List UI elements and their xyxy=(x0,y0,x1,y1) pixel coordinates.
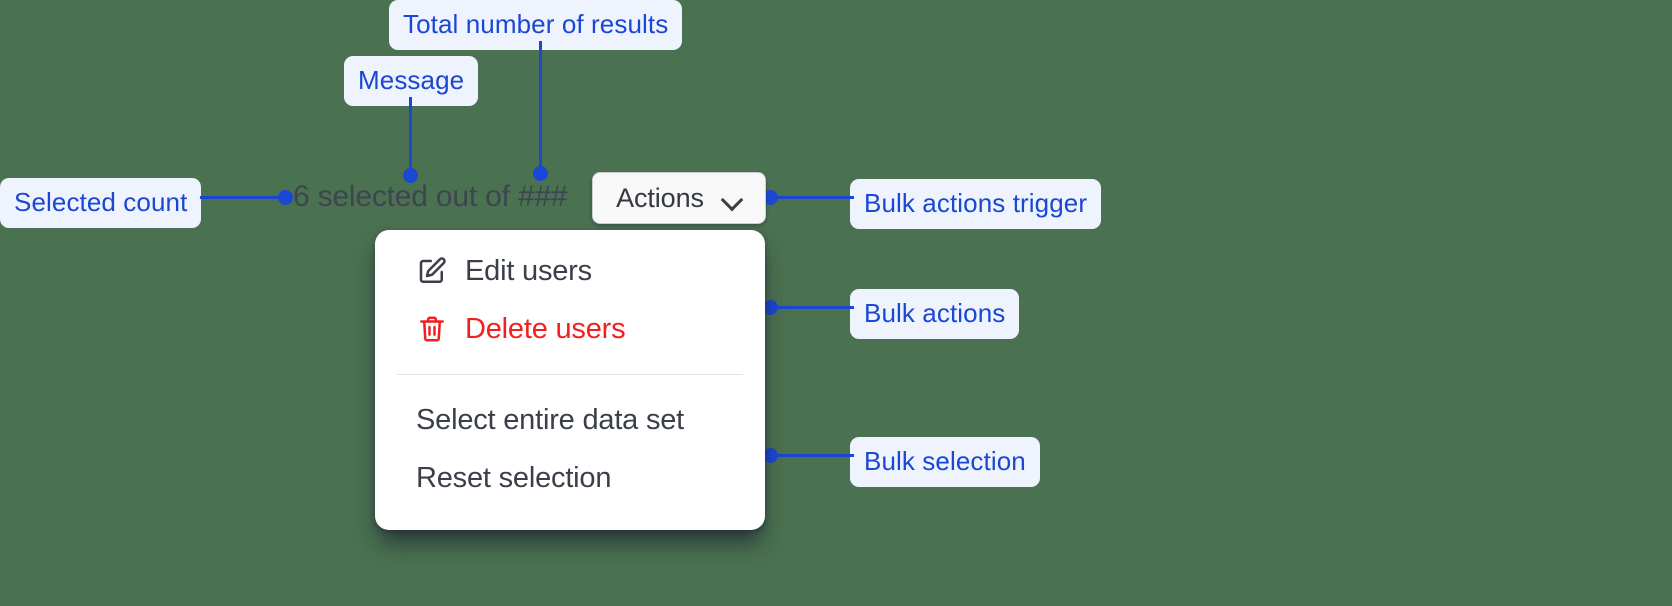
callout-bulk-actions-trigger: Bulk actions trigger xyxy=(850,179,1102,229)
connector-selected-count xyxy=(200,196,287,199)
callout-bulk-actions: Bulk actions xyxy=(850,289,1020,339)
connector-dot-bulk-actions xyxy=(763,300,778,315)
menu-item-label: Edit users xyxy=(465,254,592,287)
connector-dot-bulk-selection xyxy=(763,448,778,463)
bulk-actions-trigger-button[interactable]: Actions xyxy=(592,172,766,224)
connector-total-results xyxy=(539,41,542,173)
connector-dot-selected-count xyxy=(278,190,293,205)
menu-item-edit-users[interactable]: Edit users xyxy=(375,242,765,300)
bulk-actions-trigger-label: Actions xyxy=(616,182,704,213)
chevron-down-icon xyxy=(722,192,742,204)
connector-message xyxy=(409,97,412,175)
menu-divider xyxy=(397,374,743,375)
trash-icon xyxy=(417,314,447,344)
connector-bulk-selection xyxy=(770,454,854,457)
edit-pencil-icon xyxy=(417,256,447,286)
connector-dot-bulk-actions-trigger xyxy=(763,190,778,205)
menu-item-reset-selection[interactable]: Reset selection xyxy=(375,449,765,507)
menu-item-delete-users[interactable]: Delete users xyxy=(375,300,765,358)
connector-dot-message xyxy=(403,168,418,183)
menu-item-select-entire-data-set[interactable]: Select entire data set xyxy=(375,391,765,449)
menu-item-label: Reset selection xyxy=(416,461,612,494)
menu-item-label: Select entire data set xyxy=(416,403,685,436)
connector-bulk-actions-trigger xyxy=(770,196,854,199)
callout-total-number-of-results: Total number of results xyxy=(389,0,683,50)
connector-dot-total-results xyxy=(533,166,548,181)
connector-bulk-actions xyxy=(770,306,854,309)
callout-selected-count: Selected count xyxy=(0,178,202,228)
bulk-actions-dropdown-menu: Edit users Delete users Select entire da… xyxy=(375,230,765,530)
menu-item-label: Delete users xyxy=(465,312,626,345)
selection-summary-text: 6 selected out of ### xyxy=(293,180,568,213)
callout-bulk-selection: Bulk selection xyxy=(850,437,1040,487)
